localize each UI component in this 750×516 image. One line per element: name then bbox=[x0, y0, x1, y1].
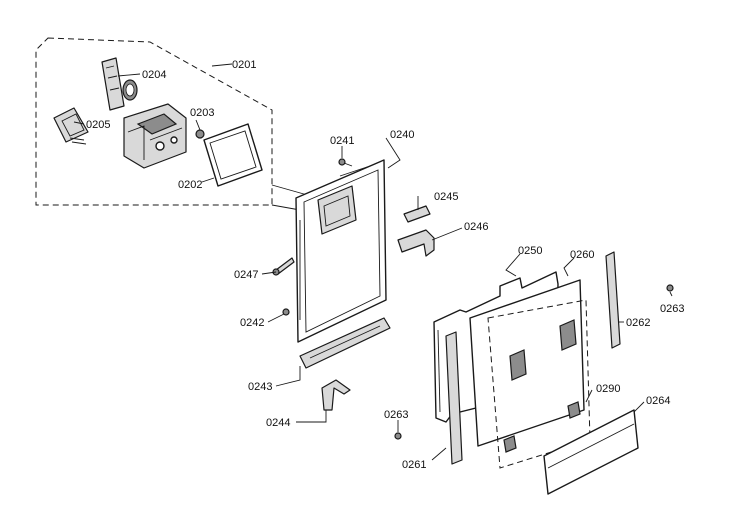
part-0244-bracket bbox=[321, 379, 351, 411]
label-0203: 0203 bbox=[190, 107, 214, 119]
part-0203-screw bbox=[195, 129, 205, 139]
label-0204: 0204 bbox=[142, 69, 166, 81]
inset-dashed-border bbox=[35, 37, 273, 206]
label-0247: 0247 bbox=[234, 269, 258, 281]
label-0205: 0205 bbox=[86, 119, 110, 131]
label-0263-left: 0263 bbox=[384, 409, 408, 421]
part-0260-panel bbox=[469, 279, 585, 453]
part-0241-screw bbox=[338, 158, 353, 167]
part-0204-cover bbox=[101, 57, 138, 111]
label-0243: 0243 bbox=[248, 381, 272, 393]
label-0261: 0261 bbox=[402, 459, 426, 471]
part-0245-clip bbox=[403, 205, 431, 223]
part-0242-screw bbox=[282, 308, 290, 316]
label-0263-right: 0263 bbox=[660, 303, 684, 315]
part-0246-bracket bbox=[397, 229, 435, 257]
label-0290: 0290 bbox=[596, 383, 620, 395]
part-0264-kickplate bbox=[543, 409, 639, 495]
label-0260: 0260 bbox=[570, 249, 594, 261]
part-0261-strip bbox=[445, 331, 463, 465]
leader-lines bbox=[73, 63, 673, 461]
label-0245: 0245 bbox=[434, 191, 458, 203]
part-dispenser-body bbox=[123, 103, 187, 169]
part-0202-gasket bbox=[203, 123, 263, 187]
part-0205-flap bbox=[53, 107, 89, 145]
inset-connector-line-bottom bbox=[271, 204, 301, 211]
label-0262: 0262 bbox=[626, 317, 650, 329]
part-0263-screw-right bbox=[666, 284, 674, 292]
label-0246: 0246 bbox=[464, 221, 488, 233]
part-labels: 0201 0204 0205 0203 0202 0241 0240 0245 … bbox=[86, 59, 684, 471]
part-0240-inner-door bbox=[295, 159, 387, 343]
label-0241: 0241 bbox=[330, 135, 354, 147]
part-0262-strip bbox=[605, 251, 621, 349]
label-0240: 0240 bbox=[390, 129, 414, 141]
part-0243-rail bbox=[299, 317, 391, 369]
label-0242: 0242 bbox=[240, 317, 264, 329]
label-0250: 0250 bbox=[518, 245, 542, 257]
label-0244: 0244 bbox=[266, 417, 290, 429]
part-0290-outline bbox=[487, 299, 591, 469]
label-0264: 0264 bbox=[646, 395, 670, 407]
label-0201: 0201 bbox=[232, 59, 256, 71]
part-0263-screw-left bbox=[394, 432, 402, 440]
label-0202: 0202 bbox=[178, 179, 202, 191]
part-0247-bolt bbox=[272, 257, 295, 276]
